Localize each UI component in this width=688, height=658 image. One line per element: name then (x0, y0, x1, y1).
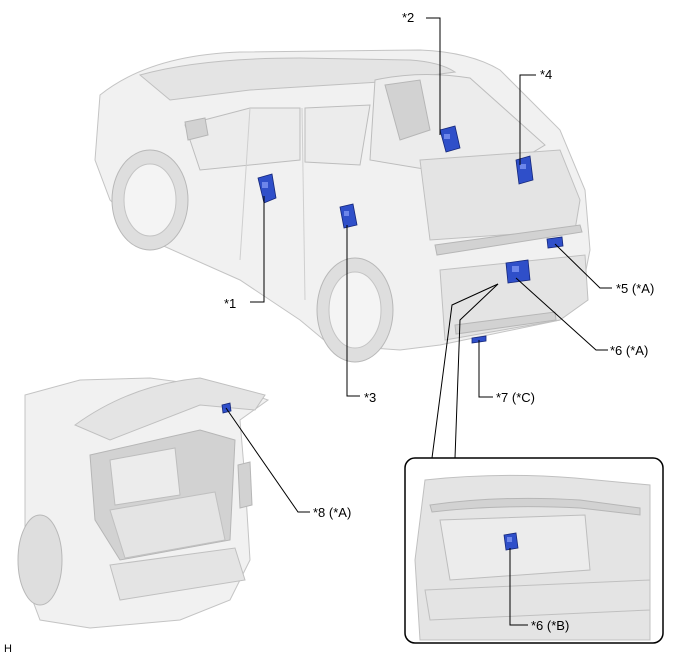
leader-4 (519, 74, 536, 165)
leader-2 (426, 17, 441, 135)
callout-8: *8 (*A) (313, 505, 351, 520)
callout-2: *2 (402, 10, 414, 25)
part-4-rear-pillar-module (515, 155, 534, 185)
leader-7 (478, 340, 493, 398)
part-6-inset-module (503, 532, 519, 551)
part-6-hatch-module (505, 259, 531, 284)
open-tailgate-vehicle-illustration (17, 377, 270, 629)
callout-6b: *6 (*B) (531, 618, 569, 633)
main-vehicle-illustration (94, 49, 591, 363)
leader-lines (225, 17, 612, 626)
leader-5 (554, 243, 612, 289)
part-2-overhead-module (439, 125, 461, 153)
callout-5: *5 (*A) (616, 281, 654, 296)
callout-7: *7 (*C) (496, 390, 535, 405)
part-7-lower-sensor (471, 335, 487, 344)
leader-1 (250, 196, 265, 303)
zoom-connector (431, 283, 499, 459)
callout-6: *6 (*A) (610, 343, 648, 358)
leader-6 (515, 277, 608, 351)
part-3-rear-door-module (339, 203, 358, 229)
leader-3 (346, 225, 360, 397)
corner-mark: H (4, 643, 12, 655)
callout-3: *3 (364, 390, 376, 405)
callout-4: *4 (540, 67, 552, 82)
leader-8 (225, 407, 310, 513)
inset-detail (404, 457, 664, 644)
part-1-left-door-module (257, 173, 277, 204)
part-5-bumper-connector (546, 236, 564, 249)
callout-1: *1 (224, 296, 236, 311)
leader-6b (509, 548, 528, 626)
